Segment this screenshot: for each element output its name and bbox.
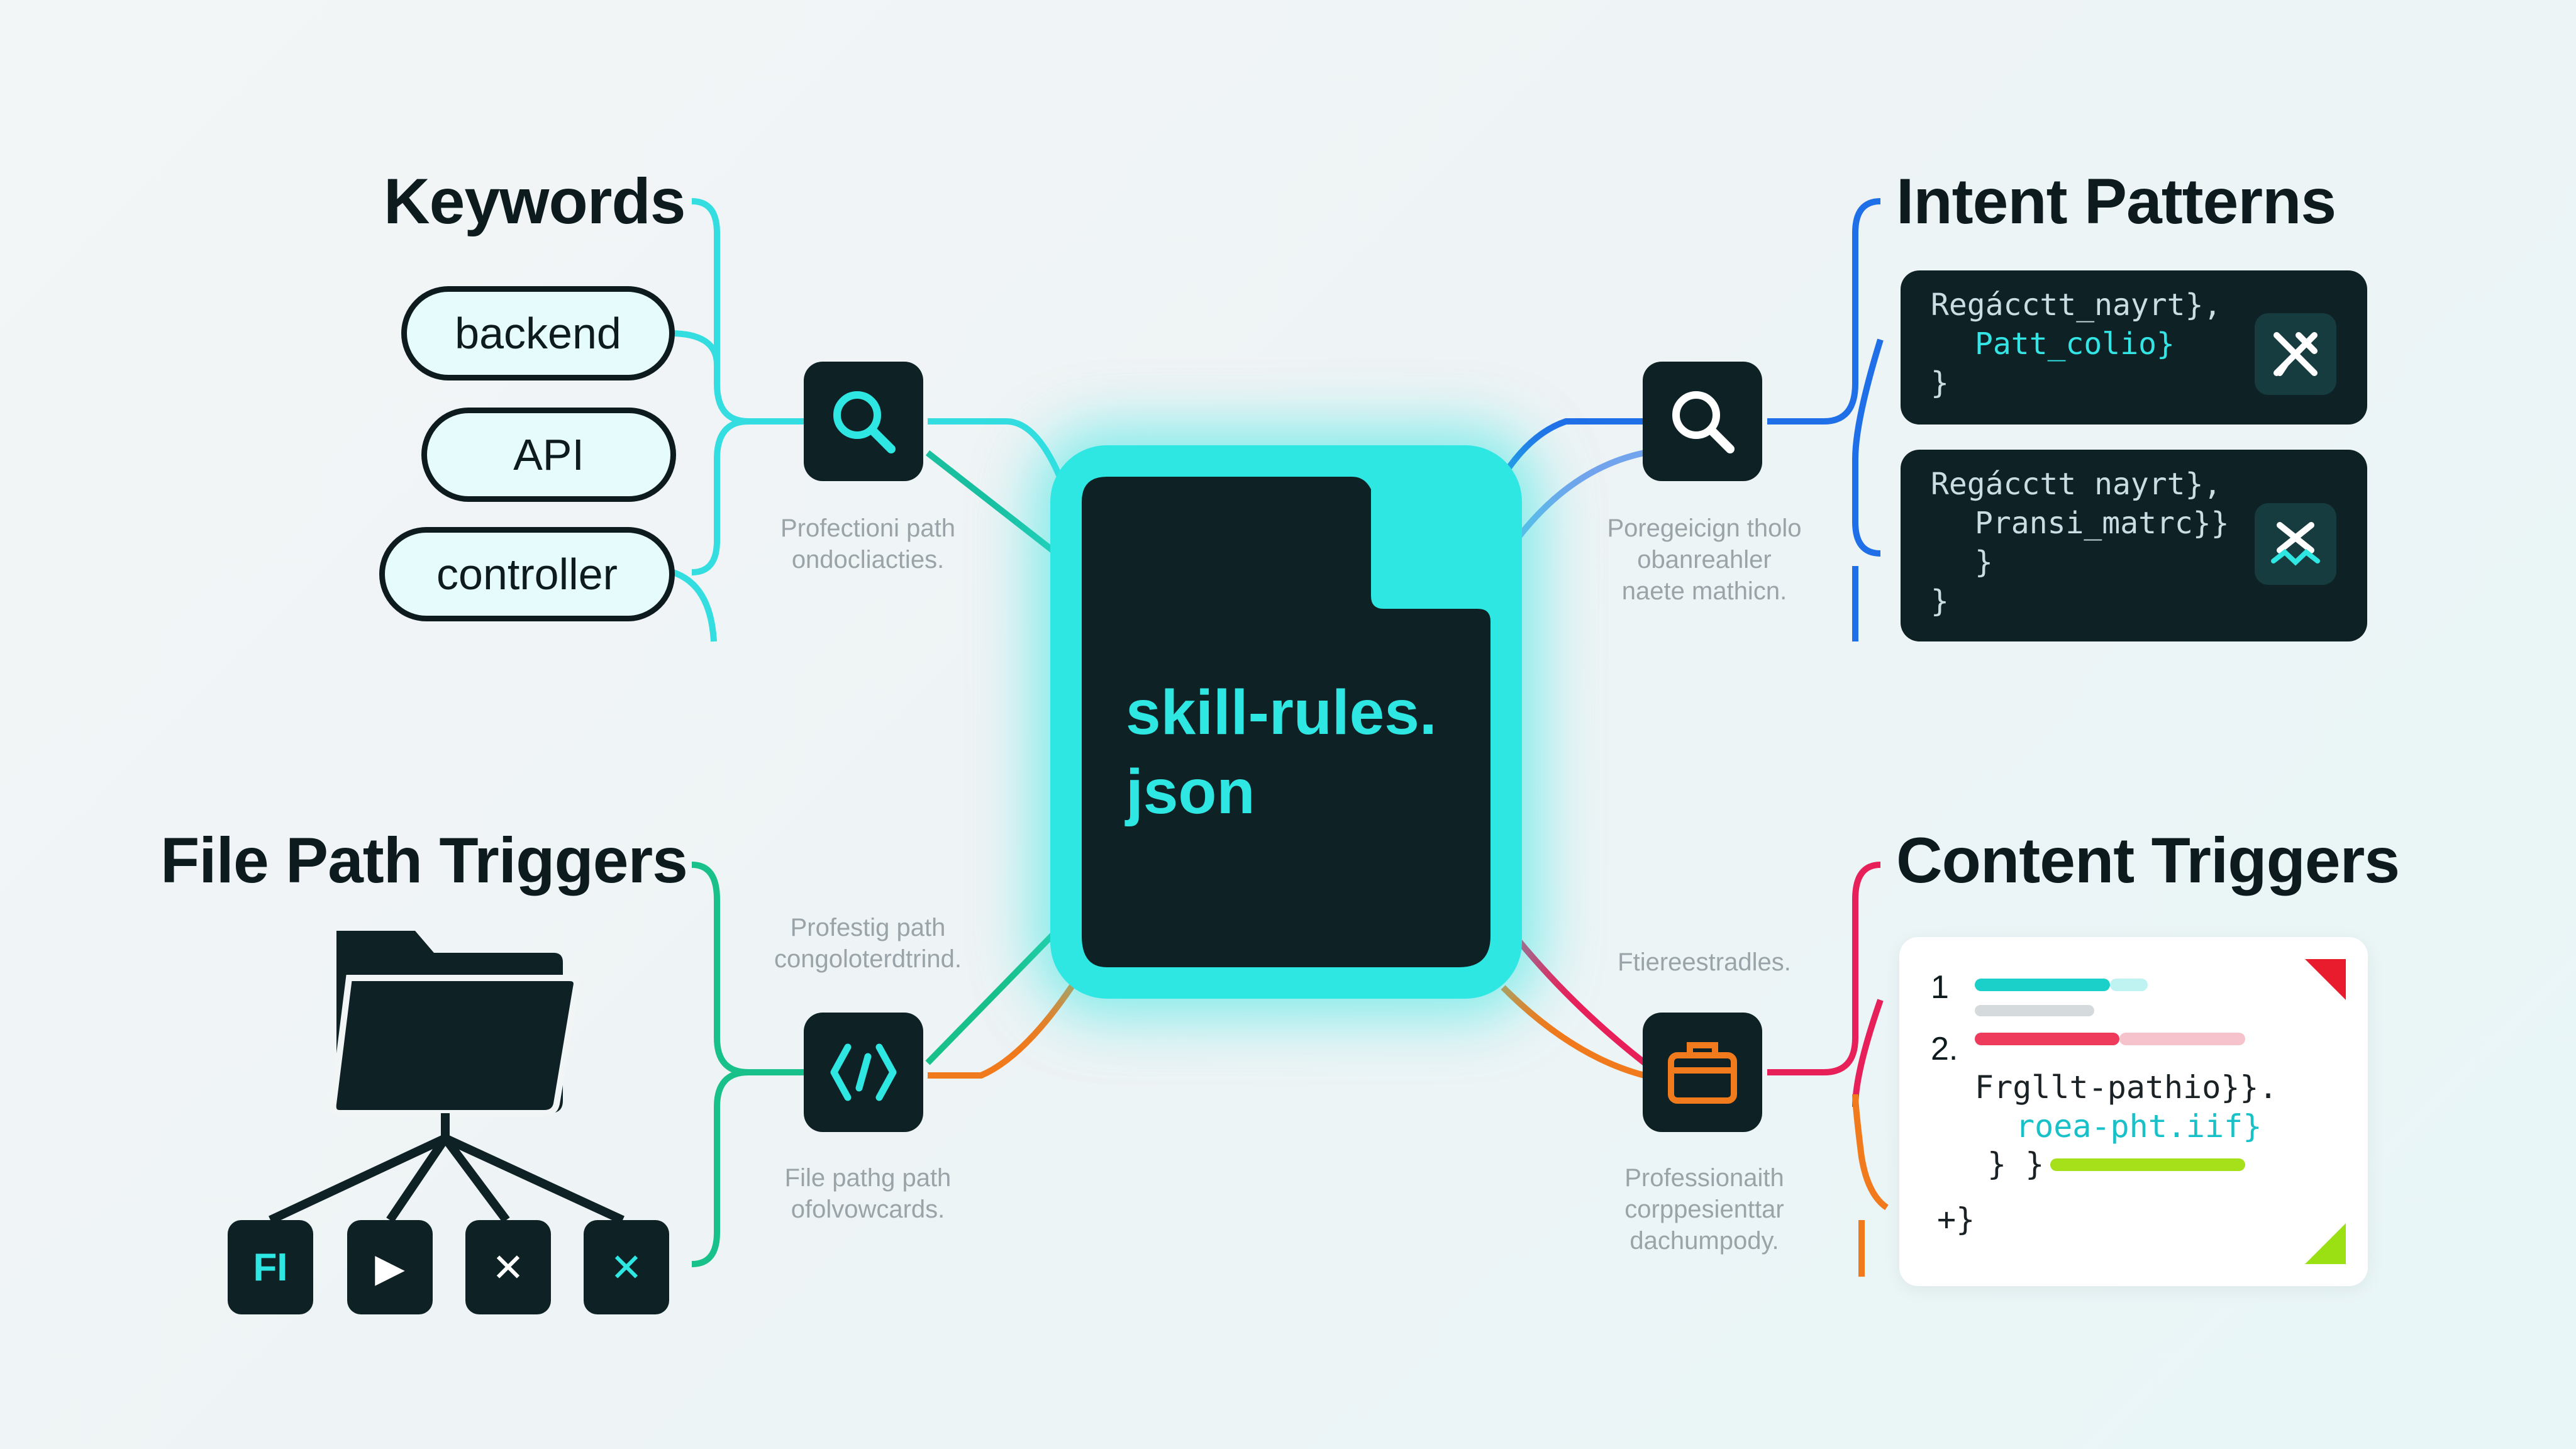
search-icon [1672,391,1735,453]
close-icon: ✕ [610,1246,643,1290]
keywords-caption: Profectioni path ondocliacties. [780,514,955,574]
code-brackets-icon [830,1043,897,1101]
file-caption-bottom: File pathg path ofolvowcards. [784,1164,952,1223]
card-bar-grey [1975,1005,2094,1016]
file-line-a [925,922,1065,1065]
file-caption-top: Profestig path congoloterdtrind. [774,914,962,973]
content-briefcase-node[interactable] [1643,1013,1762,1132]
content-triggers-heading: Content Triggers [1896,824,2400,896]
card-number-1: 1 [1931,969,1949,1006]
keyword-pill-backend[interactable]: backend [401,286,675,380]
content-trigger-card: 1 2. Frgllt-pathio}}. roea-pht.iif} } } … [1899,937,2368,1286]
code-line: Regácctt_nayrt}, [1931,287,2222,323]
card-number-2: 2. [1931,1031,1958,1067]
card-bar-teal-light [2110,979,2148,991]
leaf-label: FI [253,1245,288,1289]
card-code-line-2: roea-pht.iif} [2016,1108,2262,1145]
keywords-bracket [669,198,805,642]
leaf-file-fi[interactable]: FI [228,1220,313,1314]
card-corner-lime [2305,1223,2346,1264]
keyword-pill-controller[interactable]: controller [379,527,675,621]
keywords-heading: Keywords [384,165,686,237]
card-code-line-3: } } [1987,1146,2045,1182]
keyword-pill-api[interactable]: API [421,408,676,502]
code-line: Patt_colio} [1975,326,2175,362]
file-line-b [928,979,1079,1079]
card-bar-teal [1975,979,2110,991]
leaf-file-play[interactable]: ▶ [347,1220,433,1314]
code-line: } [1931,584,1949,619]
file-path-triggers-heading: File Path Triggers [160,824,688,896]
code-line: } [1975,545,1993,580]
card-code-line-1: Frgllt-pathio}}. [1975,1069,2278,1106]
briefcase-icon [1668,1042,1737,1104]
file-code-node[interactable] [804,1013,923,1132]
code-line: } [1931,365,1949,401]
code-line: Pransi_matrc}} [1975,506,2229,541]
keywords-line-b [925,450,1059,556]
card-bar-red-light [2119,1033,2245,1045]
pattern-wave-icon [2271,522,2320,566]
intent-badge-2[interactable] [2255,503,2336,585]
keywords-search-node[interactable] [804,362,923,481]
leaf-file-close[interactable]: ✕ [465,1220,551,1314]
card-code-line-4: +} [1937,1201,1975,1238]
intent-bracket [1767,198,1884,641]
code-line: Regácctt nayrt}, [1931,467,2222,502]
content-bracket-orange [1852,1094,1889,1277]
folder-tree-icon [269,931,625,1224]
close-icon: ✕ [492,1246,525,1290]
card-bar-red [1975,1033,2119,1045]
keyword-pill-label: controller [436,550,618,599]
content-caption-bottom: Professionaith corppesienttar dachumpody… [1624,1164,1784,1255]
content-bracket [1767,862,1884,1108]
center-file-icon [1082,477,1491,967]
center-file-name: skill-rules. json [1126,677,1437,827]
intent-patterns-heading: Intent Patterns [1896,165,2336,237]
intent-caption: Poregeicign tholo obanreahler naete math… [1607,514,1802,605]
content-caption-top: Ftiereestradles. [1618,948,1791,976]
card-bar-lime [2050,1158,2245,1171]
intent-badge-1[interactable] [2255,313,2336,395]
pattern-cross-icon [2273,332,2318,376]
keyword-pill-label: API [513,430,584,479]
leaf-file-close-cyan[interactable]: ✕ [584,1220,669,1314]
play-icon: ▶ [375,1246,405,1290]
file-bracket [691,862,805,1267]
intent-search-node[interactable] [1643,362,1762,481]
content-line-a [1513,935,1647,1065]
card-corner-red [2305,959,2346,1000]
content-line-b [1501,985,1646,1079]
keyword-pill-label: backend [455,309,621,358]
search-icon [833,391,896,453]
keywords-line-a [928,418,1066,486]
